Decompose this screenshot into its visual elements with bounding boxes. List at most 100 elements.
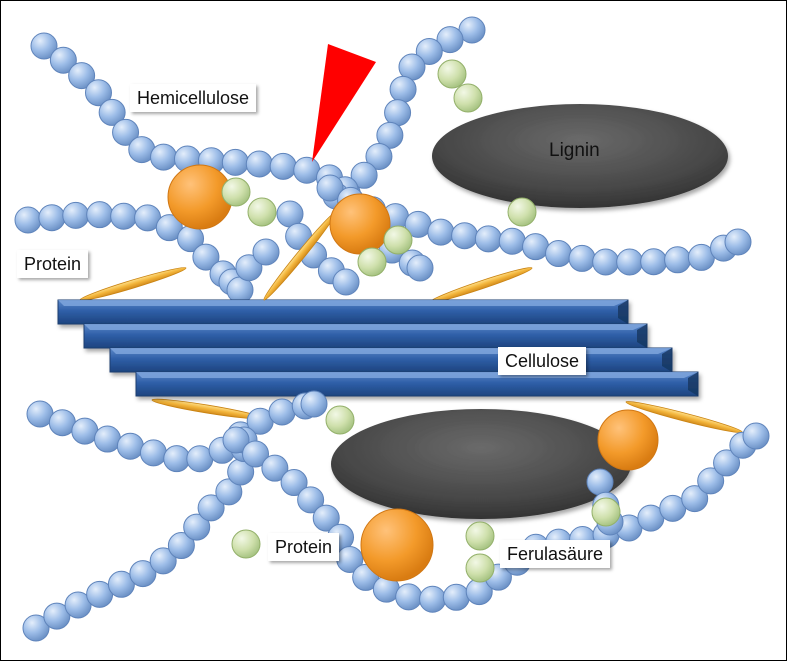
ferulic-acid-bead-2 <box>453 83 483 113</box>
hemicellulose-chains-back <box>14 16 752 304</box>
ferulic-acid-bead-8 <box>325 405 355 435</box>
sugar-bead <box>664 246 692 274</box>
sugar-bead <box>112 118 140 146</box>
sugar-bead <box>297 486 325 514</box>
hemicellulose-chain-2 <box>14 201 246 296</box>
label-protein-bottom: Protein <box>268 533 340 561</box>
protein-fibers-back <box>79 267 743 433</box>
cellulose-fibril-3 <box>109 347 673 373</box>
protein-globule-3 <box>597 409 659 471</box>
sugar-bead <box>300 390 328 418</box>
sugar-bead <box>98 98 126 126</box>
sugar-bead <box>427 218 455 246</box>
sugar-bead <box>713 449 741 477</box>
cellulose-fibril-2 <box>83 323 648 349</box>
label-hemicellulose: Hemicellulose <box>130 84 257 112</box>
sugar-bead <box>149 547 177 575</box>
sugar-bead <box>163 445 191 473</box>
sugar-bead <box>681 485 709 513</box>
sugar-bead <box>586 468 614 496</box>
sugar-bead <box>384 99 412 127</box>
red-pointer-marker <box>312 44 376 162</box>
sugar-bead <box>129 560 157 588</box>
sugar-bead <box>474 225 502 253</box>
cellulose-fibril-4 <box>135 371 699 397</box>
fibril-bevel-end <box>637 324 647 348</box>
sugar-bead <box>697 467 725 495</box>
sugar-bead <box>269 152 297 180</box>
sugar-bead <box>365 142 393 170</box>
sugar-bead <box>49 46 77 74</box>
label-cellulose: Cellulose <box>498 347 587 375</box>
sugar-bead <box>71 417 99 445</box>
sugar-bead <box>640 248 668 276</box>
sugar-bead <box>155 214 183 242</box>
protein-and-ferulic-particles <box>167 59 659 583</box>
sugar-bead <box>235 254 263 282</box>
ferulic-acid-bead-12 <box>591 497 621 527</box>
ferulic-acid-bead-5 <box>383 225 413 255</box>
fibril-bevel-top <box>136 372 698 378</box>
ferulic-acid-bead-11 <box>465 553 495 583</box>
sugar-bead <box>312 504 340 532</box>
sugar-bead <box>261 454 289 482</box>
sugar-bead <box>139 439 167 467</box>
ferulic-acid-bead-1 <box>437 59 467 89</box>
label-ferulasaeure: Ferulasäure <box>500 540 611 568</box>
cellulose-fibril-1 <box>57 299 629 325</box>
sugar-bead <box>107 570 135 598</box>
sugar-bead <box>110 202 138 230</box>
sugar-bead <box>592 248 620 276</box>
sugar-bead <box>568 244 596 272</box>
ferulic-acid-bead-7 <box>507 197 537 227</box>
ferulic-acid-bead-6 <box>357 247 387 277</box>
cellulose-microfibrils <box>57 299 699 397</box>
sugar-bead <box>93 425 121 453</box>
sugar-bead <box>332 268 360 296</box>
sugar-bead <box>221 148 249 176</box>
sugar-bead <box>268 398 296 426</box>
sugar-bead <box>376 121 404 149</box>
sugar-bead <box>395 583 423 611</box>
sugar-bead <box>150 143 178 171</box>
fibril-bevel-top <box>58 300 628 306</box>
sugar-bead <box>62 201 90 229</box>
hemicellulose-chain-6 <box>226 238 280 304</box>
sugar-bead <box>350 161 378 189</box>
sugar-bead <box>38 204 66 232</box>
protein-fiber-4 <box>151 398 263 420</box>
ferulic-acid-bead-4 <box>247 197 277 227</box>
label-protein-top: Protein <box>17 250 89 278</box>
fibril-bevel-end <box>688 372 698 396</box>
sugar-bead <box>451 222 479 250</box>
sugar-bead <box>116 432 144 460</box>
ferulic-acid-bead-10 <box>465 521 495 551</box>
lignin-blob-bottom <box>331 409 631 519</box>
sugar-bead <box>442 583 470 611</box>
protein-globule-4 <box>360 508 434 582</box>
sugar-bead <box>245 150 273 178</box>
label-lignin: Lignin <box>549 140 600 161</box>
hemicellulose-chains-front <box>22 390 770 642</box>
sugar-bead <box>43 602 71 630</box>
lignin-blob-top <box>432 104 728 208</box>
protein-fiber-1 <box>79 267 187 301</box>
sugar-bead <box>215 478 243 506</box>
sugar-bead <box>167 532 195 560</box>
sugar-bead <box>415 37 443 65</box>
sugar-bead <box>252 238 280 266</box>
sugar-bead <box>522 233 550 261</box>
sugar-bead <box>68 62 96 90</box>
fibril-bevel-end <box>662 348 672 372</box>
sugar-bead <box>30 32 58 60</box>
sugar-bead <box>419 585 447 613</box>
fibril-bevel-top <box>110 348 672 354</box>
sugar-bead <box>742 422 770 450</box>
sugar-bead <box>197 494 225 522</box>
sugar-bead <box>64 591 92 619</box>
fibril-bevel-top <box>84 324 647 330</box>
sugar-bead <box>389 75 417 103</box>
sugar-bead <box>242 440 270 468</box>
sugar-bead <box>293 156 321 184</box>
